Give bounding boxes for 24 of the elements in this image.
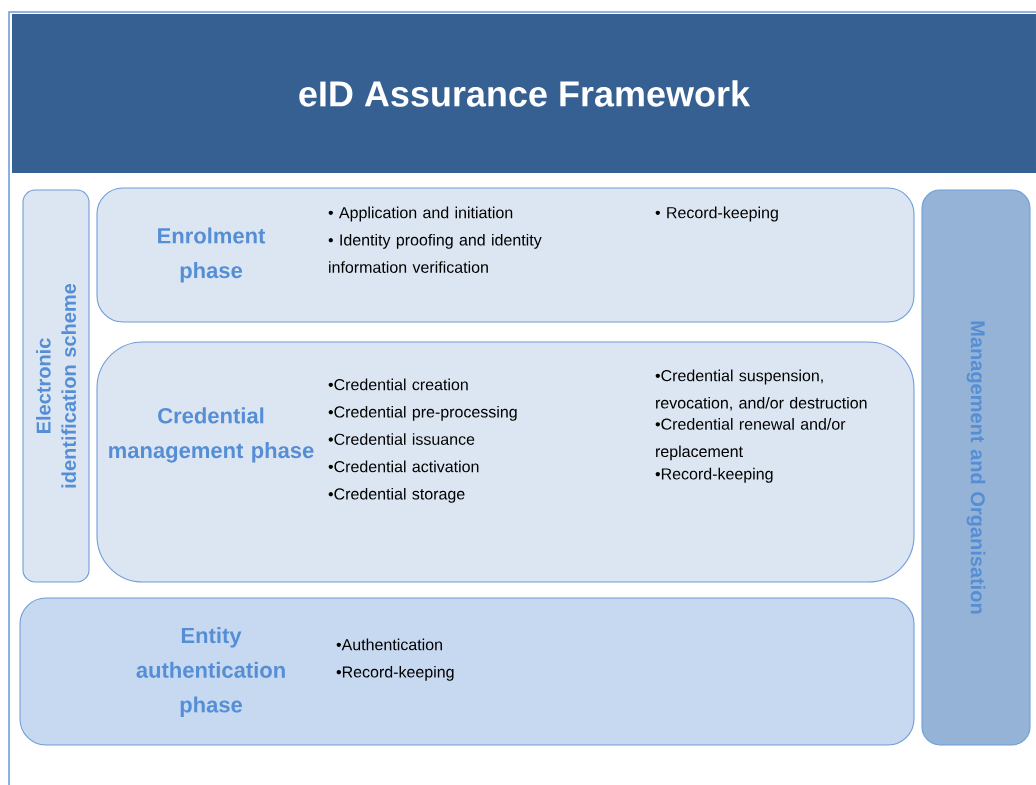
phase-heading: Enrolment phase xyxy=(158,227,266,283)
phase-box xyxy=(96,187,915,323)
phase-box xyxy=(96,341,915,583)
bullet-item: • Identity proofing and identity information verification xyxy=(328,233,542,273)
bullet-item: •Credential creation xyxy=(328,378,468,391)
phase-heading: Credential management phase xyxy=(109,407,314,463)
bullet-item: •Record-keeping xyxy=(336,665,454,681)
bullet-item: •Record-keeping xyxy=(655,467,773,483)
bullet-item: •Credential suspension, revocation, and/or destruction xyxy=(655,369,867,411)
bullet-item: •Authentication xyxy=(336,638,442,651)
bullet-item: •Credential renewal and/or replacement xyxy=(655,418,846,461)
side-label: Management and Organisation xyxy=(966,321,986,614)
phase-heading: Entity authentication phase xyxy=(136,627,285,717)
bullet-item: • Application and initiation xyxy=(328,206,513,222)
title-band: eID Assurance Framework xyxy=(12,14,1036,173)
bullet-item: •Credential pre-processing xyxy=(328,405,517,421)
side-label: Electronic identification scheme xyxy=(36,283,76,488)
bullet-item: •Credential storage xyxy=(328,487,465,503)
bullet-item: •Credential issuance xyxy=(328,433,475,445)
bullet-item: •Credential activation xyxy=(328,460,479,473)
bullet-item: • Record-keeping xyxy=(655,206,778,222)
side-panel xyxy=(22,189,90,583)
side-panel xyxy=(921,189,1031,746)
phase-box xyxy=(19,597,915,746)
